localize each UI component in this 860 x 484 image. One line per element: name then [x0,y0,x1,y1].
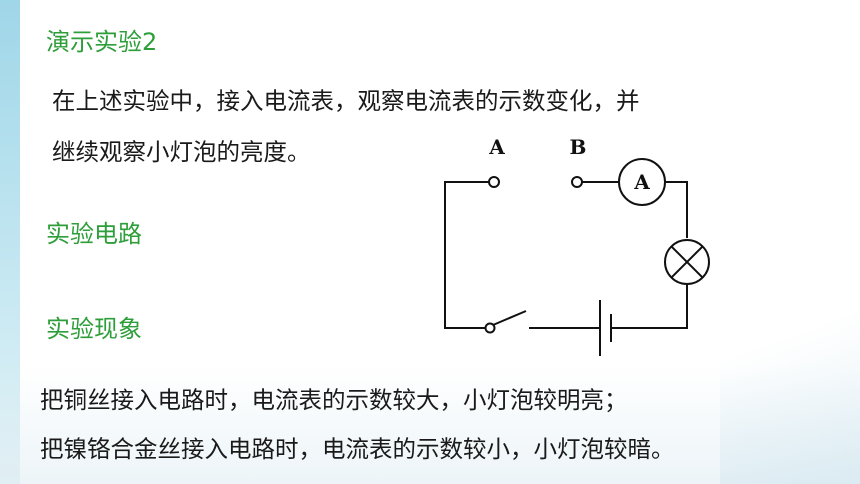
intro-line-2: 继续观察小灯泡的亮度。 [52,138,311,166]
background-decoration-right [720,284,860,484]
label-terminal-a: A [488,135,505,159]
wire-right-top [665,181,688,238]
heading-experiment-phenomenon: 实验现象 [46,315,142,343]
observation-line-2: 把镍铬合金丝接入电路时，电流表的示数较小，小灯泡较暗。 [40,435,675,463]
wire-right-bottom [612,284,688,329]
label-terminal-b: B [570,135,587,159]
terminal-a [488,176,500,188]
heading-experiment-circuit: 实验电路 [46,220,142,248]
switch-contact [484,322,496,334]
wire-left [444,181,489,329]
lamp-cross-2 [670,245,704,279]
ammeter-label: A [633,170,650,194]
intro-line-1: 在上述实验中，接入电流表，观察电流表的示数变化，并 [52,87,640,115]
left-accent-bar [0,0,20,484]
switch-lever [492,310,527,326]
observation-line-1: 把铜丝接入电路时，电流表的示数较大，小灯泡较明亮； [40,386,628,414]
terminal-b [571,176,583,188]
background-decoration [0,364,860,484]
heading-demo-experiment: 演示实验2 [46,28,158,56]
